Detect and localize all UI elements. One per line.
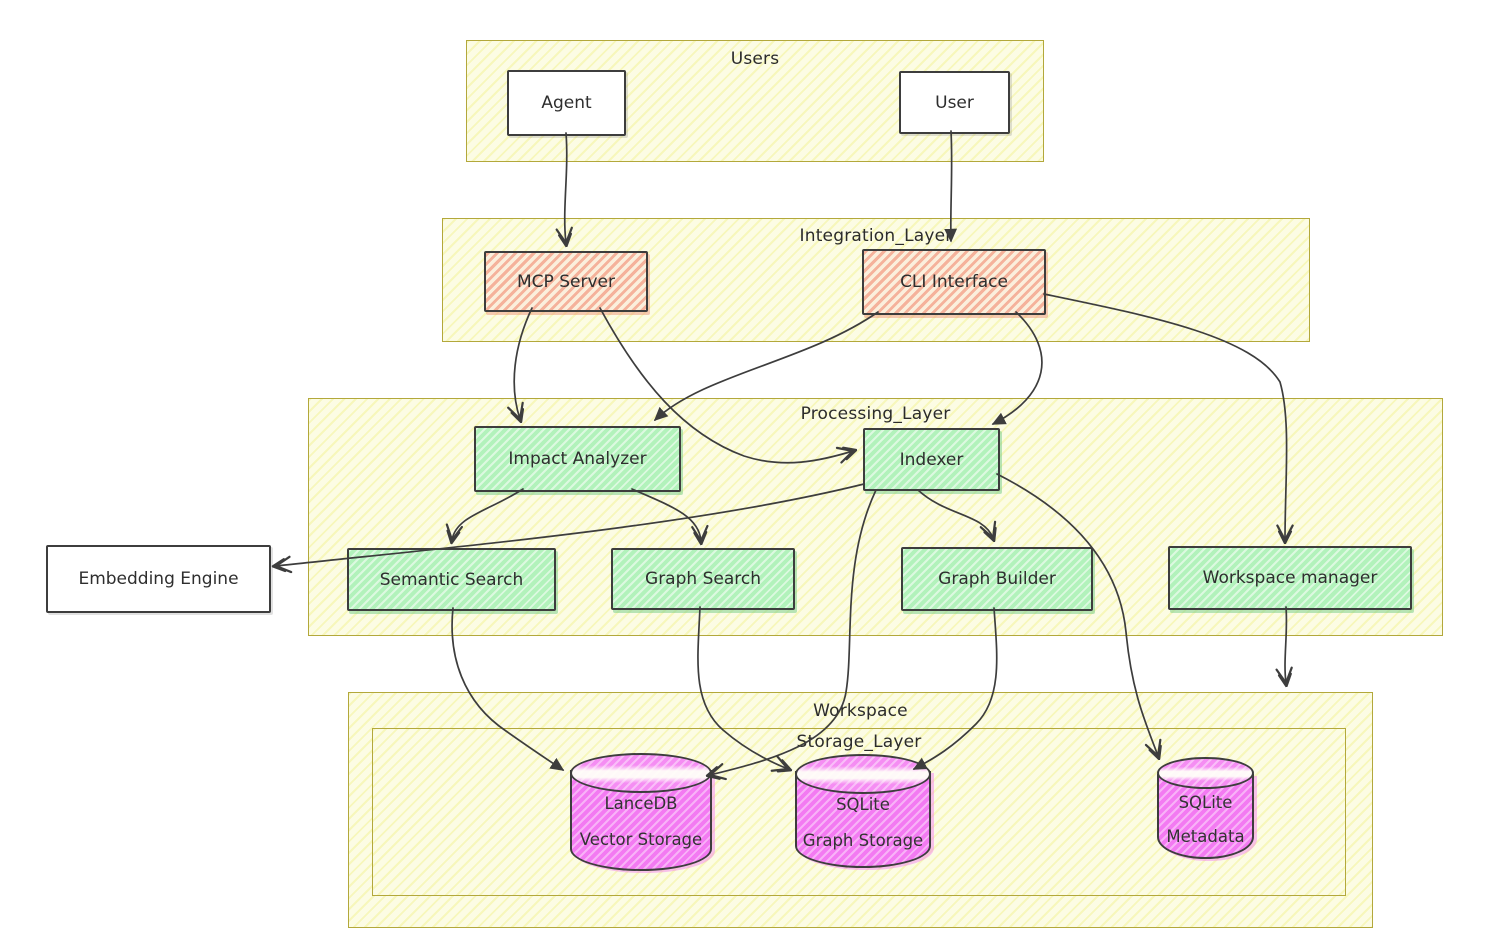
node-indexer-label: Indexer	[899, 449, 964, 470]
node-graph-builder-label: Graph Builder	[938, 569, 1056, 589]
node-graph-search-label: Graph Search	[645, 569, 761, 589]
node-impact-analyzer-label: Impact Analyzer	[508, 449, 647, 469]
node-indexer: Indexer	[863, 428, 1000, 491]
node-lancedb-vector-storage: LanceDB Vector Storage	[570, 753, 712, 871]
node-user: User	[899, 71, 1010, 134]
label-line2: Graph Storage	[802, 830, 924, 850]
node-impact-analyzer: Impact Analyzer	[474, 426, 681, 492]
node-graph-search: Graph Search	[611, 548, 795, 610]
node-embedding-engine-label: Embedding Engine	[78, 569, 239, 589]
node-user-label: User	[935, 92, 974, 113]
node-sqlite-metadata-label: SQLite Metadata	[1157, 785, 1254, 853]
container-users-title: Users	[730, 49, 780, 69]
node-embedding-engine: Embedding Engine	[46, 545, 271, 613]
node-semantic-search: Semantic Search	[347, 548, 556, 611]
label-line2: Metadata	[1166, 826, 1245, 846]
node-semantic-search-label: Semantic Search	[379, 569, 524, 590]
node-sqlite-graph-storage: SQLite Graph Storage	[795, 754, 931, 868]
node-mcp-server-label: MCP Server	[517, 271, 615, 292]
container-processing-layer-title: Processing_Layer	[800, 404, 951, 424]
label-line2: Vector Storage	[579, 829, 703, 849]
node-workspace-manager: Workspace manager	[1168, 546, 1412, 610]
container-storage-layer-title: Storage_Layer	[796, 732, 922, 752]
node-graph-builder: Graph Builder	[901, 547, 1093, 611]
node-cli-interface-label: CLI Interface	[900, 272, 1008, 292]
label-line1: LanceDB	[604, 793, 678, 813]
node-agent: Agent	[507, 70, 626, 136]
node-mcp-server: MCP Server	[484, 251, 648, 312]
node-agent-label: Agent	[541, 93, 592, 113]
node-lancedb-vector-storage-label: LanceDB Vector Storage	[570, 785, 712, 857]
cylinder-top	[1157, 757, 1254, 789]
container-integration-layer-title: Integration_Layer	[799, 226, 953, 246]
node-sqlite-metadata: SQLite Metadata	[1157, 757, 1254, 859]
container-workspace-title: Workspace	[813, 701, 908, 721]
cylinder-top	[570, 753, 712, 793]
node-workspace-manager-label: Workspace manager	[1202, 568, 1378, 588]
node-sqlite-graph-storage-label: SQLite Graph Storage	[795, 786, 931, 858]
node-cli-interface: CLI Interface	[862, 249, 1046, 315]
label-line1: SQLite	[836, 794, 890, 814]
label-line1: SQLite	[1178, 792, 1233, 812]
